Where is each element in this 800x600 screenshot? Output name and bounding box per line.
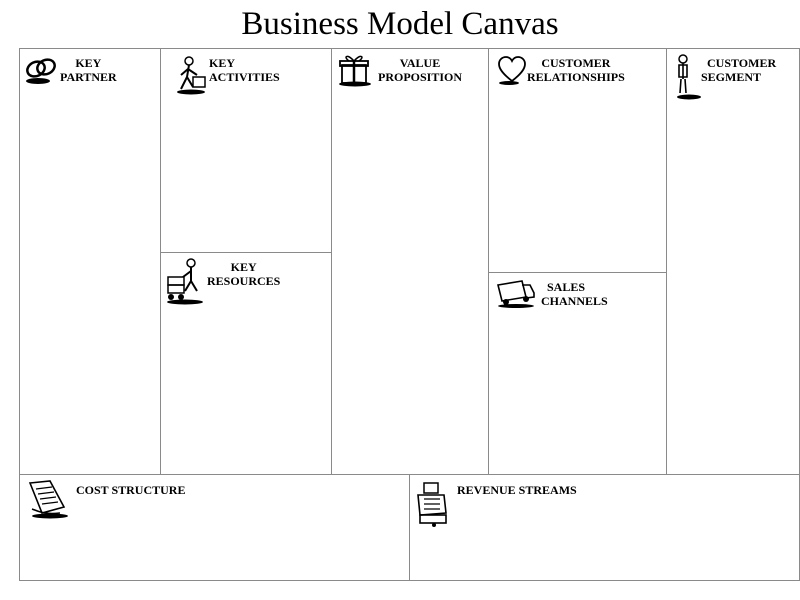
receipt-icon: [24, 479, 72, 519]
cost-structure-label: COST STRUCTURE: [76, 483, 186, 497]
sales-channels-block: SALES CHANNELS: [488, 272, 667, 476]
hand-truck-icon: [165, 257, 205, 305]
key-resources-label: KEY RESOURCES: [207, 260, 281, 288]
truck-icon: [496, 277, 536, 309]
key-partner-block: KEY PARTNER: [19, 48, 161, 476]
sales-channels-label: SALES CHANNELS: [541, 280, 608, 308]
value-proposition-block: VALUE PROPOSITION: [331, 48, 489, 476]
cash-register-icon: [414, 477, 452, 529]
worker-icon: [175, 55, 209, 95]
gift-icon: [337, 53, 373, 87]
revenue-streams-block: REVENUE STREAMS: [409, 474, 800, 581]
key-activities-label: KEY ACTIVITIES: [209, 56, 280, 84]
value-proposition-label: VALUE PROPOSITION: [378, 56, 463, 84]
key-partner-label: KEY PARTNER: [60, 56, 117, 84]
key-resources-block: KEY RESOURCES: [160, 252, 332, 476]
revenue-streams-label: REVENUE STREAMS: [457, 483, 577, 497]
customer-segment-label: CUSTOMER SEGMENT: [701, 56, 777, 84]
chain-link-icon: [24, 55, 58, 85]
cost-structure-block: COST STRUCTURE: [19, 474, 411, 581]
customer-relationships-label: CUSTOMER RELATIONSHIPS: [527, 56, 625, 84]
customer-segment-block: CUSTOMER SEGMENT: [666, 48, 800, 476]
person-icon: [673, 53, 701, 101]
canvas-title: Business Model Canvas: [241, 6, 559, 42]
heart-icon: [497, 55, 527, 85]
customer-relationships-block: CUSTOMER RELATIONSHIPS: [488, 48, 667, 274]
key-activities-block: KEY ACTIVITIES: [160, 48, 332, 254]
